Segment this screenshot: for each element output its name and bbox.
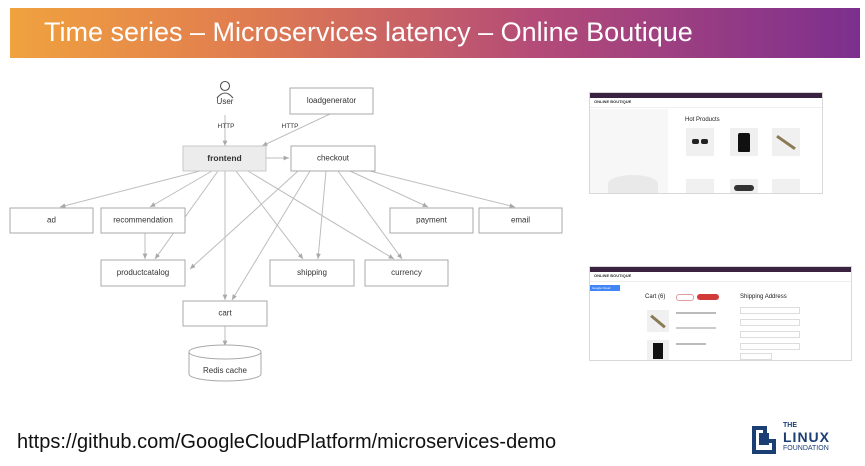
product-thumb-row2-a bbox=[686, 179, 714, 193]
hot-products-title: Hot Products bbox=[685, 117, 720, 123]
node-ad-label: ad bbox=[47, 216, 56, 225]
node-frontend-label: frontend bbox=[207, 153, 241, 163]
edge-checkout-email bbox=[369, 170, 516, 209]
edge-checkout-currency bbox=[337, 170, 403, 260]
node-redis-cache: Redis cache bbox=[188, 344, 262, 382]
node-shipping: shipping bbox=[269, 259, 355, 287]
node-currency: currency bbox=[364, 259, 449, 287]
slide-title: Time series – Microservices latency – On… bbox=[44, 17, 693, 47]
node-redis-label: Redis cache bbox=[203, 366, 248, 375]
browser-chrome bbox=[590, 267, 851, 272]
title-banner: Time series – Microservices latency – On… bbox=[10, 8, 860, 58]
cart-title: Cart (6) bbox=[645, 294, 666, 300]
edge-checkout-payment bbox=[349, 170, 429, 208]
node-loadgenerator-label: loadgenerator bbox=[307, 96, 357, 105]
cart-item-text-line bbox=[676, 343, 706, 345]
edge-loadgen-frontend bbox=[261, 113, 331, 147]
node-recommendation: recommendation bbox=[100, 207, 186, 234]
shipping-address-title: Shipping Address bbox=[740, 294, 787, 300]
shop-header bbox=[590, 98, 822, 108]
user-icon bbox=[216, 80, 234, 99]
browser-chrome bbox=[590, 93, 822, 98]
boutique-cart-screenshot: ONLINE BOUTIQUE Google Cloud Cart (6) Sh… bbox=[589, 266, 852, 361]
node-currency-label: currency bbox=[391, 268, 422, 277]
node-payment: payment bbox=[389, 207, 474, 234]
linux-foundation-linux: LINUX bbox=[783, 429, 830, 445]
linux-foundation-logo: THE LINUX FOUNDATION bbox=[751, 422, 841, 456]
continue-shopping-button bbox=[697, 294, 719, 300]
cart-item-tanktop bbox=[647, 340, 669, 360]
edge-label-loadgen-http: HTTP bbox=[282, 123, 299, 130]
product-thumb-tanktop bbox=[730, 128, 758, 156]
node-cart: cart bbox=[182, 300, 268, 327]
node-email: email bbox=[478, 207, 563, 234]
shop-logo: ONLINE BOUTIQUE bbox=[594, 273, 632, 278]
shop-logo: ONLINE BOUTIQUE bbox=[594, 99, 632, 104]
node-payment-label: payment bbox=[416, 216, 447, 225]
node-cart-label: cart bbox=[218, 309, 232, 318]
product-thumb-row2-c bbox=[772, 179, 800, 193]
node-ad: ad bbox=[9, 207, 94, 234]
node-shipping-label: shipping bbox=[297, 268, 327, 277]
address-field bbox=[740, 353, 772, 360]
cart-item-text-line bbox=[676, 312, 716, 314]
user-label: User bbox=[217, 97, 234, 106]
edge-frontend-productcatalog bbox=[154, 170, 219, 260]
address-field bbox=[740, 331, 800, 338]
diagram-edges bbox=[59, 113, 516, 346]
empty-cart-button bbox=[676, 294, 694, 301]
edge-checkout-cart bbox=[231, 170, 311, 301]
address-field bbox=[740, 343, 800, 350]
cart-item-watch bbox=[647, 310, 669, 332]
hero-panel bbox=[590, 109, 668, 193]
product-thumb-watch bbox=[772, 128, 800, 156]
hero-image bbox=[608, 175, 658, 193]
node-recommendation-label: recommendation bbox=[113, 216, 173, 225]
node-productcatalog: productcatalog bbox=[100, 259, 186, 287]
node-loadgenerator: loadgenerator bbox=[289, 87, 374, 115]
edge-frontend-shipping bbox=[235, 170, 304, 260]
edge-frontend-recommendation bbox=[149, 170, 213, 208]
node-email-label: email bbox=[511, 216, 530, 225]
edge-checkout-productcatalog bbox=[189, 170, 299, 270]
github-url: https://github.com/GoogleCloudPlatform/m… bbox=[17, 431, 557, 453]
cart-item-text-line bbox=[676, 327, 716, 329]
address-field bbox=[740, 307, 800, 314]
linux-foundation-foundation: FOUNDATION bbox=[783, 445, 829, 452]
address-field bbox=[740, 319, 800, 326]
linux-foundation-the: THE bbox=[783, 422, 797, 429]
edge-frontend-currency bbox=[247, 170, 395, 260]
node-productcatalog-label: productcatalog bbox=[117, 268, 169, 277]
edge-label-user-http: HTTP bbox=[218, 123, 235, 130]
linux-foundation-mark-icon bbox=[752, 426, 776, 454]
edge-checkout-shipping bbox=[316, 170, 327, 260]
shop-header bbox=[590, 272, 851, 282]
node-frontend: frontend bbox=[182, 145, 267, 172]
edge-frontend-ad bbox=[59, 170, 201, 208]
google-cloud-tag: Google Cloud bbox=[590, 285, 620, 291]
product-thumb-row2-b bbox=[730, 179, 758, 193]
product-thumb-sunglasses bbox=[686, 128, 714, 156]
boutique-home-screenshot: ONLINE BOUTIQUE Google Cloud Hot Product… bbox=[589, 92, 823, 194]
node-checkout: checkout bbox=[290, 145, 376, 172]
node-checkout-label: checkout bbox=[317, 154, 350, 163]
